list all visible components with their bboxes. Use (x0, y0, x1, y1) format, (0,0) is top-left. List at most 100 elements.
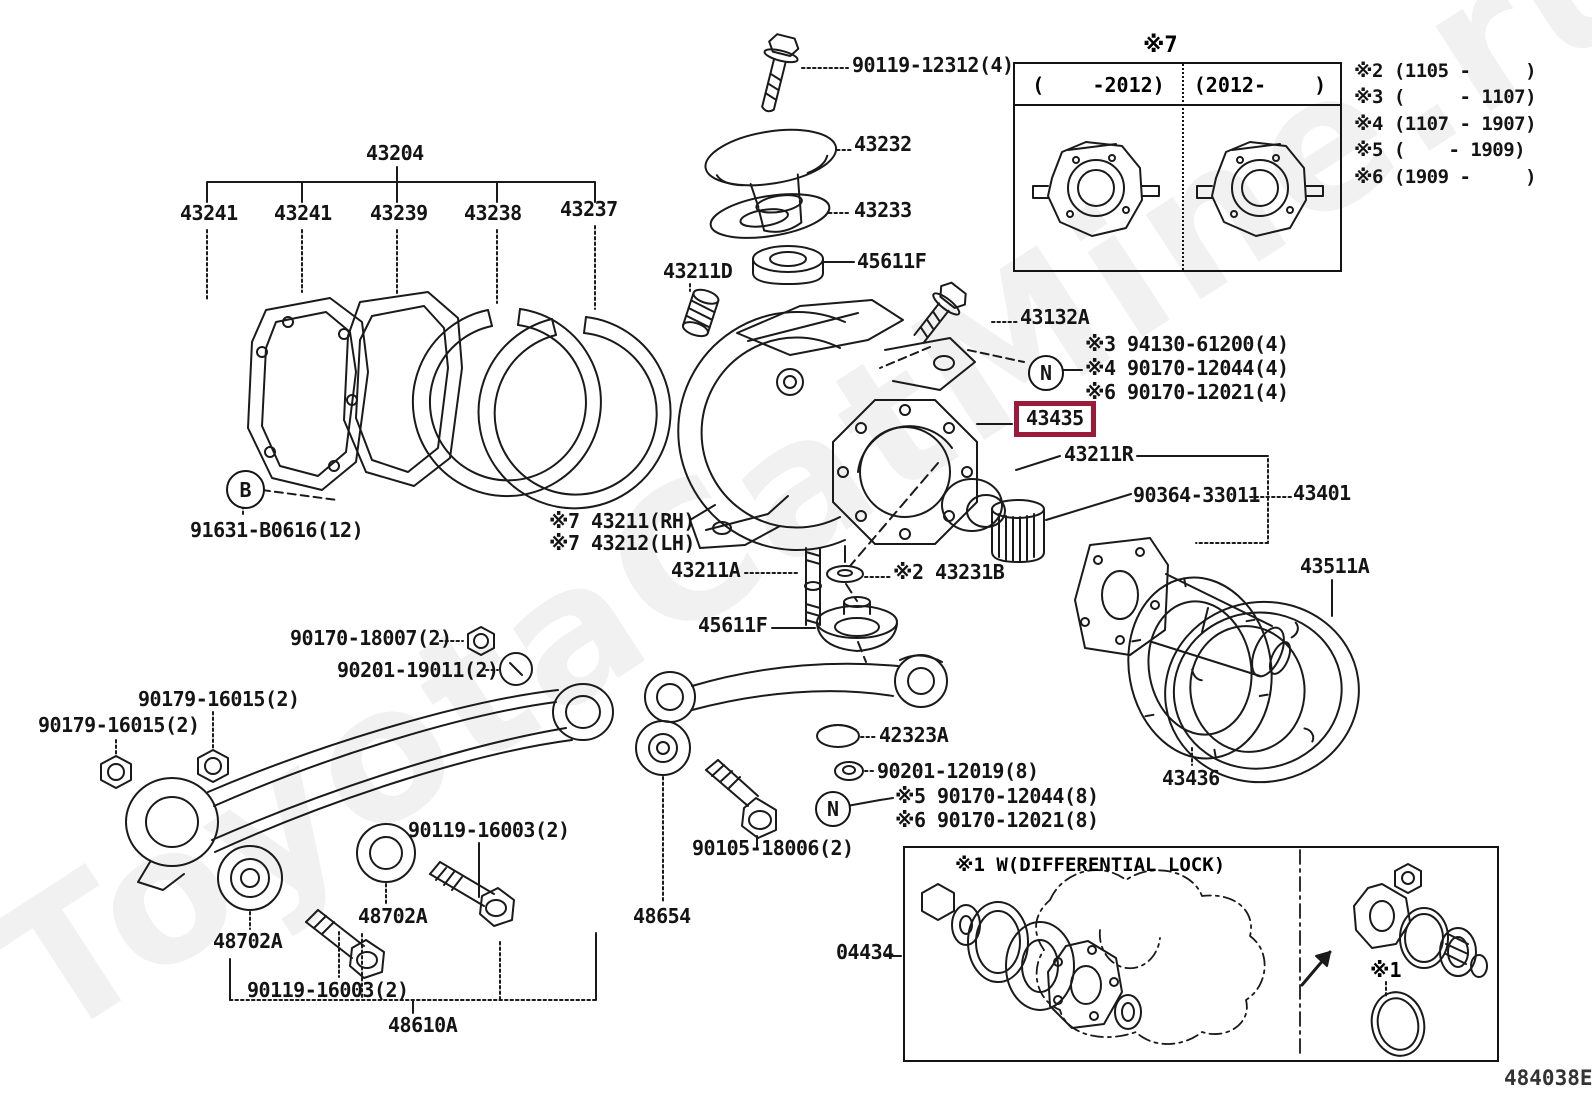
seal-45611F-lower-drawing (816, 596, 898, 652)
part-label-43233[interactable]: 43233 (854, 198, 912, 222)
part-label-2-43231b[interactable]: ※2 43231B (893, 560, 1005, 584)
ring-43238-drawing (411, 308, 602, 498)
legend-item-3: ※3 ( - 1107) (1354, 86, 1537, 109)
torque-rod-drawing (125, 683, 614, 891)
bracket-43204-tree (206, 166, 596, 310)
ring-43237-drawing (477, 316, 672, 510)
part-label-90170-18007-2[interactable]: 90170-18007(2) (290, 626, 452, 650)
part-label-7-43211-rh[interactable]: ※7 43211(RH) (549, 509, 695, 533)
part-label-90119-16003-2[interactable]: 90119-16003(2) (408, 818, 570, 842)
diff-gasket-kit-right-drawing (1353, 863, 1488, 1057)
part-label-04434[interactable]: 04434 (836, 940, 894, 964)
part-label-43436[interactable]: 43436 (1162, 766, 1220, 790)
bolt-43132A-drawing (913, 281, 967, 344)
washer-90201-12019-drawing (834, 761, 864, 781)
variant-table-divider (1182, 64, 1184, 270)
circled-marker-b-2: B (226, 470, 265, 509)
hub-drum-43511A-drawing (1164, 600, 1360, 784)
part-label-43211a[interactable]: 43211A (671, 558, 741, 582)
legend-item-6: ※6 (1909 - ) (1354, 165, 1537, 188)
shim-43233-drawing (709, 193, 831, 239)
bolt-90119-16003-lower-drawing (305, 909, 385, 979)
bolt-90119-12312-drawing (761, 33, 849, 113)
part-label-43238[interactable]: 43238 (464, 201, 522, 225)
part-label-43239[interactable]: 43239 (370, 201, 428, 225)
legend-item-2: ※2 (1105 - ) (1354, 60, 1537, 82)
cover-43436-drawing (1127, 576, 1273, 760)
part-label-90201-12019-8[interactable]: 90201-12019(8) (877, 759, 1039, 783)
variant-table-header-rule (1015, 104, 1340, 106)
variant-column-post2012: (2012- ) (1193, 73, 1327, 97)
part-label-7-43212-lh[interactable]: ※7 43212(LH) (549, 531, 695, 555)
part-label-43241[interactable]: 43241 (274, 201, 332, 225)
legend-item-4: ※4 (1107 - 1907) (1354, 112, 1537, 135)
part-label-90105-18006-2[interactable]: 90105-18006(2) (692, 836, 854, 860)
inset-ref-marker: ※1 (1370, 958, 1402, 982)
part-label-43237[interactable]: 43237 (560, 197, 618, 221)
part-label-4-90170-12044-4[interactable]: ※4 90170-12044(4) (1085, 356, 1289, 380)
part-label-5-90170-12044-8[interactable]: ※5 90170-12044(8) (895, 784, 1099, 808)
knuckle-43211-drawing (677, 299, 1006, 551)
legend-item-5: ※5 ( - 1909) (1354, 139, 1526, 162)
gasket-43241-drawing (247, 297, 369, 491)
gasket-43239-drawing (343, 291, 463, 487)
part-label-48654[interactable]: 48654 (633, 904, 691, 928)
part-label-43132a[interactable]: 43132A (1020, 305, 1090, 329)
part-label-48610a[interactable]: 48610A (388, 1013, 458, 1037)
part-label-45611f[interactable]: 45611F (698, 613, 768, 637)
bearing-45611F-drawing (752, 245, 824, 285)
part-label-42323a[interactable]: 42323A (879, 723, 949, 747)
diff-lock-arrow (1300, 950, 1332, 987)
nut-90179-16015-b-drawing (100, 755, 132, 789)
part-label-90364-33011[interactable]: 90364-33011 (1133, 483, 1260, 507)
part-label-43401[interactable]: 43401 (1293, 481, 1351, 505)
part-label-90119-12312-4[interactable]: 90119-12312(4) (852, 53, 1014, 77)
bushing-48702A-left-drawing (217, 845, 283, 911)
bolt-90119-16003-upper-drawing (429, 861, 515, 927)
differential-lock-title: ※1 W(DIFFERENTIAL LOCK) (955, 854, 1226, 876)
part-label-43232[interactable]: 43232 (854, 132, 912, 156)
part-label-43241[interactable]: 43241 (180, 201, 238, 225)
bushing-48702A-mid-drawing (356, 823, 416, 883)
plug-43211D-drawing (681, 288, 720, 338)
part-label-43211d[interactable]: 43211D (663, 259, 733, 283)
washer-90201-19011-drawing (499, 652, 533, 686)
part-label-6-90170-12021-8[interactable]: ※6 90170-12021(8) (895, 808, 1099, 832)
nut-90179-16015-a-drawing (197, 749, 229, 783)
part-label-3-94130-61200-4[interactable]: ※3 94130-61200(4) (1085, 332, 1289, 356)
differential-lock-inset-box (903, 846, 1499, 1062)
part-label-90201-19011-2[interactable]: 90201-19011(2) (337, 658, 499, 682)
document-number: 484038E (1504, 1066, 1592, 1090)
part-label-43435[interactable]: 43435 (1014, 401, 1096, 437)
part-label-48702a[interactable]: 48702A (358, 904, 428, 928)
cap-42323A-drawing (816, 724, 860, 748)
part-label-91631-b0616-12[interactable]: 91631-B0616(12) (190, 518, 364, 542)
nut-90170-18007-drawing (467, 626, 495, 656)
cap-43232-drawing (704, 128, 838, 233)
part-label-43204[interactable]: 43204 (366, 141, 424, 165)
washer-43231B-drawing (826, 545, 864, 583)
circled-marker-n-0: N (1028, 355, 1064, 391)
spindle-43401-drawing (1074, 537, 1292, 678)
part-label-90119-16003-2[interactable]: 90119-16003(2) (247, 978, 409, 1002)
diff-gasket-kit-left-drawing (921, 883, 1142, 1030)
diff-housing-drawing (1035, 869, 1266, 1045)
part-label-6-90170-12021-4[interactable]: ※6 90170-12021(4) (1085, 380, 1289, 404)
bearing-90364-33011-drawing (991, 499, 1045, 563)
part-label-43511a[interactable]: 43511A (1300, 554, 1370, 578)
knuckle-arm-drawing (644, 654, 948, 723)
part-label-43211r[interactable]: 43211R (1064, 442, 1134, 466)
variant-column-pre2012: ( -2012) (1032, 73, 1165, 97)
variant-table-title: ※7 (1143, 33, 1178, 58)
part-label-90179-16015-2[interactable]: 90179-16015(2) (138, 687, 300, 711)
bushing-48654-drawing (635, 720, 691, 776)
part-label-48702a[interactable]: 48702A (213, 929, 283, 953)
circled-marker-n-1: N (815, 791, 851, 827)
part-label-90179-16015-2[interactable]: 90179-16015(2) (38, 713, 200, 737)
bolt-90105-18006-drawing (705, 759, 777, 839)
bracket-48610A (229, 883, 597, 1014)
stud-43211A-drawing (804, 547, 822, 626)
part-label-45611f[interactable]: 45611F (857, 249, 927, 273)
